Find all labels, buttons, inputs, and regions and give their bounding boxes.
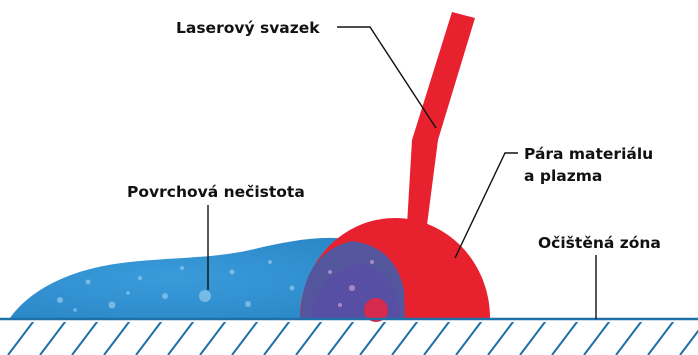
vapor-plasma-label-line1: Pára materiálu [524,145,653,163]
laser-beam [407,12,475,225]
substrate-hatching [8,318,698,355]
vapor-plasma-label-line2: a plazma [524,167,602,185]
vapor-plasma-leader [455,153,518,258]
cleaned-zone-label: Očištěná zóna [538,234,661,252]
laser-beam-label: Laserový svazek [176,19,320,37]
surface-contamination-label: Povrchová nečistota [127,183,305,201]
